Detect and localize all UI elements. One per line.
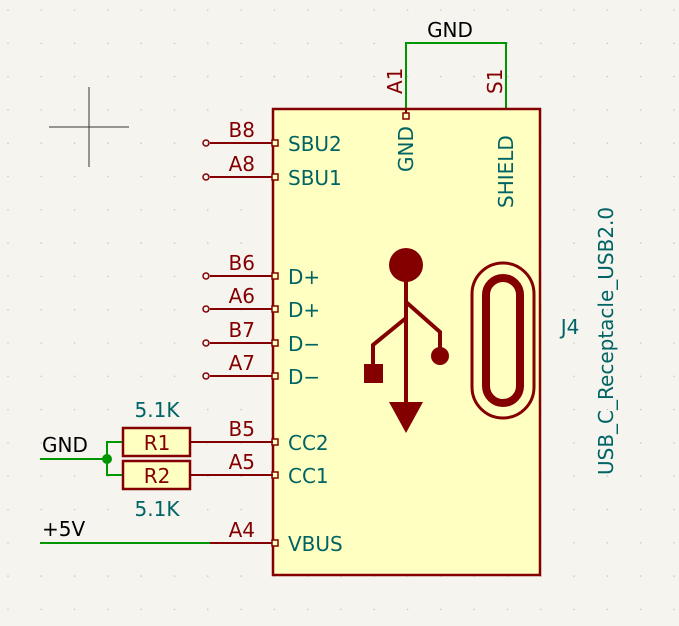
top-gnd-wire[interactable] [405,42,507,109]
pin-name: VBUS [288,532,343,556]
pin-name: GND [394,126,418,172]
crosshair-cursor [49,87,129,167]
resistor-body [121,459,192,491]
left-pins: B8SBU2A8SBU1B6D+A6D+B7D−A7D−B5CC2A5CC1A4… [202,118,343,556]
unconnected-pin-marker [202,173,210,181]
pin-end [271,139,279,147]
resistor-value: 5.1K [135,497,181,521]
usb-logo-icon [364,248,449,433]
pin-S1[interactable]: S1 SHIELD [483,69,518,208]
pin-name: D+ [288,298,320,322]
pin-end [271,372,279,380]
pin-number: A1 [383,68,407,94]
left-gnd-label: GND [42,433,88,457]
pin-end [271,305,279,313]
pin-name: SHIELD [494,135,518,208]
pin-name: CC2 [288,431,329,455]
pin-number: A4 [229,518,255,542]
top-gnd-label: GND [427,18,473,42]
pin-name: D− [288,332,320,356]
pin-name: D+ [288,265,320,289]
pin-number: A5 [229,450,255,474]
pin-number: B8 [229,118,255,142]
pin-number: S1 [483,69,507,94]
pin-name: SBU1 [288,166,342,190]
vbus-net-label: +5V [42,517,85,541]
resistor-R2[interactable]: R2 5.1K [121,459,273,521]
reference-designator[interactable]: J4 [559,315,580,339]
component-value[interactable]: USB_C_Receptacle_USB2.0 [594,207,618,475]
resistor-network: GND R1 5.1K R2 5.1K +5V [40,398,273,544]
pin-end [271,173,279,181]
usb-c-receptacle-icon [470,261,536,420]
pin-name: D− [288,365,320,389]
pin-A7[interactable]: A7D− [202,351,320,389]
unconnected-pin-marker [202,272,210,280]
pin-B7[interactable]: B7D− [202,318,320,356]
pin-B6[interactable]: B6D+ [202,251,320,289]
resistor-body [121,426,192,458]
pin-A1[interactable]: A1 GND [383,68,418,172]
pin-number: A7 [229,351,255,375]
pin-number: B7 [229,318,255,342]
resistor-ref: R2 [144,464,171,488]
r2-gnd-wire[interactable] [106,459,123,476]
resistor-value: 5.1K [135,398,181,422]
r1-gnd-wire[interactable] [106,441,123,459]
pin-end [271,272,279,280]
pin-A6[interactable]: A6D+ [202,284,320,322]
pin-number: B6 [229,251,255,275]
resistor-ref: R1 [144,431,171,455]
resistor-R1[interactable]: R1 5.1K [121,398,273,458]
pin-number: B5 [229,417,255,441]
pin-end [271,339,279,347]
pin-number: A6 [229,284,255,308]
junction-dot [102,454,112,464]
unconnected-pin-marker [202,305,210,313]
pin-number: A8 [229,152,255,176]
pin-end [271,539,279,547]
unconnected-pin-marker [202,339,210,347]
unconnected-pin-marker [202,139,210,147]
pin-name: CC1 [288,464,329,488]
unconnected-pin-marker [202,372,210,380]
pin-name: SBU2 [288,132,342,156]
